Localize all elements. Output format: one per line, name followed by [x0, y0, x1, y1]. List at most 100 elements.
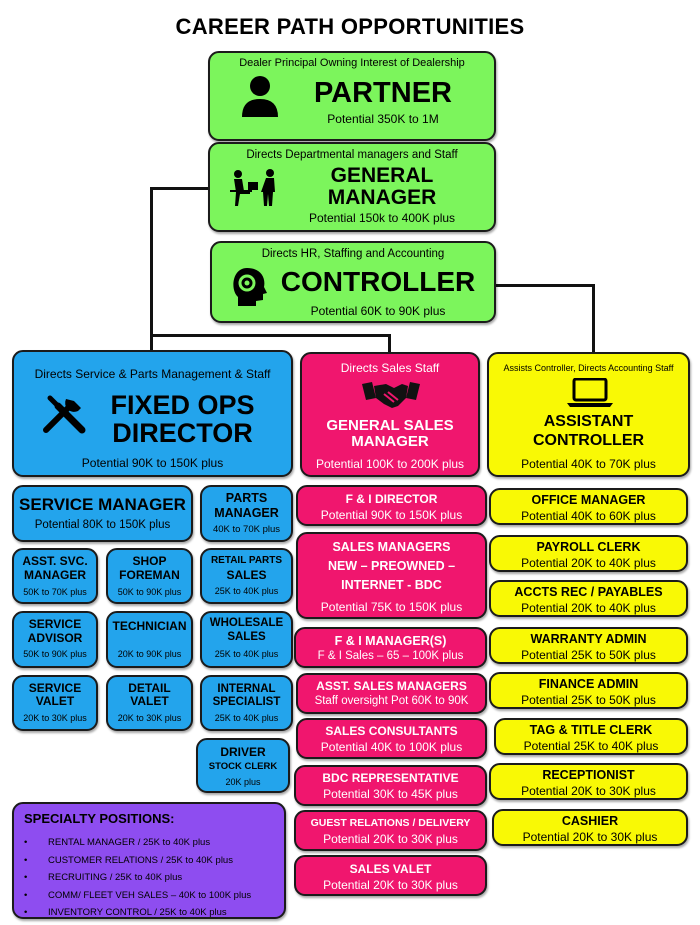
handshake-icon: [362, 382, 420, 408]
service-valet-title-1: SERVICE: [28, 681, 82, 695]
office-workers-icon: [230, 169, 275, 206]
tag-title-title: TAG & TITLE CLERK: [529, 723, 653, 737]
bullet-icon: •: [24, 854, 28, 866]
finance-admin-title: FINANCE ADMIN: [538, 677, 639, 691]
specialty-item: • COMM/ FLEET VEH SALES – 40K to 100K plu…: [24, 887, 251, 905]
sales-managers-box: SALES MANAGERS NEW – PREOWNED – INTERNET…: [296, 532, 487, 619]
controller-note: Directs HR, Staffing and Accounting: [261, 248, 445, 260]
sales-consultants-pay: Potential 40K to 100K plus: [320, 740, 463, 754]
service-manager-title: SERVICE MANAGER: [19, 495, 186, 514]
internal-specialist-box: INTERNAL SPECIALIST 25K to 40K plus: [200, 675, 293, 731]
connector-line: [150, 334, 390, 337]
sales-consultants-box: SALES CONSULTANTS Potential 40K to 100K …: [296, 718, 487, 759]
driver-stock-clerk-box: DRIVER STOCK CLERK 20K plus: [196, 738, 290, 793]
accts-title: ACCTS REC / PAYABLES: [514, 585, 663, 599]
asst-controller-pay: Potential 40K to 70K plus: [521, 457, 656, 471]
specialty-item-text: COMM/ FLEET VEH SALES – 40K to 100K plus: [48, 889, 252, 901]
wholesale-title-2: SALES: [227, 631, 266, 643]
guest-relations-title: GUEST RELATIONS / DELIVERY: [310, 817, 471, 829]
guest-relations-box: GUEST RELATIONS / DELIVERY Potential 20K…: [294, 810, 487, 851]
receptionist-box: RECEPTIONIST Potential 20K to 30K plus: [489, 763, 688, 800]
specialty-item-text: RECRUITING / 25K to 40K plus: [48, 872, 183, 883]
bdc-representative-box: BDC REPRESENTATIVE Potential 30K to 45K …: [294, 765, 487, 806]
office-manager-title: OFFICE MANAGER: [531, 493, 646, 507]
wrench-screwdriver-icon: [43, 395, 86, 434]
bullet-icon: •: [24, 837, 28, 848]
sales-note: Directs Sales Staff: [340, 361, 440, 375]
page-title: CAREER PATH OPPORTUNITIES: [175, 14, 525, 39]
technician-pay: 20K to 90K plus: [117, 649, 182, 659]
specialty-positions-box: SPECIALTY POSITIONS: • RENTAL MANAGER / 2…: [12, 802, 286, 919]
tag-title-pay: Potential 25K to 40K plus: [523, 739, 659, 753]
asst-sales-managers-pay: Staff oversight Pot 60K to 90K: [314, 695, 469, 707]
sales-valet-pay: Potential 20K to 30K plus: [323, 878, 458, 892]
cashier-box: CASHIER Potential 20K to 30K plus: [492, 809, 688, 846]
detail-valet-title-1: DETAIL: [128, 681, 171, 695]
specialty-item: • RENTAL MANAGER / 25K to 40K plus: [24, 834, 251, 852]
bullet-icon: •: [24, 889, 28, 901]
specialty-title: SPECIALTY POSITIONS:: [24, 811, 175, 826]
parts-manager-title-2: MANAGER: [214, 506, 279, 520]
fi-director-title: F & I DIRECTOR: [345, 492, 438, 506]
connector-line: [150, 187, 212, 190]
connector-line: [150, 187, 153, 351]
fi-director-pay: Potential 90K to 150K plus: [320, 508, 463, 522]
service-advisor-title-1: SERVICE: [28, 617, 82, 631]
controller-title: CONTROLLER: [280, 266, 476, 297]
driver-title-1: DRIVER: [220, 745, 266, 759]
payroll-clerk-pay: Potential 20K to 40K plus: [521, 556, 656, 570]
parts-manager-pay: 40K to 70K plus: [212, 524, 281, 535]
shop-foreman-box: SHOP FOREMAN 50K to 90K plus: [106, 548, 193, 604]
specialty-item: • INVENTORY CONTROL / 25K to 40K plus: [24, 904, 251, 918]
specialty-item: •CUSTOMER RELATIONS / 25K to 40K plus: [24, 852, 251, 870]
finance-admin-box: FINANCE ADMIN Potential 25K to 50K plus: [489, 672, 688, 709]
technician-box: TECHNICIAN 20K to 90K plus: [106, 611, 193, 668]
controller-pay: Potential 60K to 90K plus: [310, 304, 446, 318]
parts-manager-box: PARTS MANAGER 40K to 70K plus: [200, 485, 293, 542]
sales-title-1: GENERAL SALES: [326, 417, 454, 434]
service-advisor-pay: 50K to 90K plus: [23, 649, 87, 659]
sales-consultants-title: SALES CONSULTANTS: [325, 724, 458, 738]
fi-director-box: F & I DIRECTOR Potential 90K to 150K plu…: [296, 485, 487, 526]
service-manager-pay: Potential 80K to 150K plus: [34, 519, 171, 531]
fixed-ops-box: Directs Service & Parts Management & Sta…: [12, 350, 293, 477]
accts-rec-payables-box: ACCTS REC / PAYABLES Potential 20K to 40…: [489, 580, 688, 617]
asst-controller-title-2: CONTROLLER: [532, 432, 645, 449]
asst-sales-managers-box: ASST. SALES MANAGERS Staff oversight Pot…: [296, 673, 487, 714]
fixed-ops-pay: Potential 90K to 150K plus: [81, 456, 224, 470]
wholesale-sales-box: WHOLESALE SALES 25K to 40K plus: [200, 611, 293, 668]
warranty-admin-title: WARRANTY ADMIN: [530, 632, 647, 646]
payroll-clerk-title: PAYROLL CLERK: [536, 540, 641, 554]
fi-managers-title: F & I MANAGER(S): [334, 634, 447, 648]
payroll-clerk-box: PAYROLL CLERK Potential 20K to 40K plus: [489, 535, 688, 572]
partner-pay: Potential 350K to 1M: [327, 112, 439, 126]
sales-managers-title-2: NEW – PREOWNED –: [327, 559, 456, 573]
bullet-icon: •: [24, 872, 28, 883]
bullet-icon: •: [24, 907, 28, 918]
asst-sales-managers-title: ASST. SALES MANAGERS: [316, 679, 467, 693]
detail-valet-pay: 20K to 30K plus: [117, 713, 182, 723]
laptop-icon: [567, 378, 613, 407]
accts-pay: Potential 20K to 40K plus: [521, 601, 656, 615]
retail-parts-pay: 25K to 40K plus: [214, 586, 279, 596]
fixed-ops-title-2: DIRECTOR: [112, 418, 253, 448]
asst-svc-pay: 50K to 70K plus: [23, 587, 87, 597]
internal-specialist-pay: 25K to 40K plus: [214, 713, 279, 723]
assistant-controller-box: Assists Controller, Directs Accounting S…: [487, 352, 690, 477]
partner-note: Dealer Principal Owning Interest of Deal…: [239, 57, 465, 69]
shop-foreman-title-2: FOREMAN: [119, 568, 180, 582]
bdc-title: BDC REPRESENTATIVE: [322, 771, 459, 785]
specialty-item-text: RENTAL MANAGER / 25K to 40K plus: [48, 837, 211, 848]
guest-relations-pay: Potential 20K to 30K plus: [323, 832, 458, 846]
sales-managers-pay: Potential 75K to 150K plus: [320, 600, 463, 614]
driver-title-2: STOCK CLERK: [208, 761, 278, 772]
warranty-admin-box: WARRANTY ADMIN Potential 25K to 50K plus: [489, 627, 688, 664]
sales-managers-title-1: SALES MANAGERS: [332, 540, 451, 554]
fixed-ops-title-1: FIXED OPS: [110, 390, 255, 420]
general-manager-box: Directs Departmental managers and Staff …: [208, 142, 496, 232]
specialty-item-text: INVENTORY CONTROL / 25K to 40K plus: [48, 907, 227, 918]
service-advisor-title-2: ADVISOR: [27, 631, 83, 645]
service-advisor-box: SERVICE ADVISOR 50K to 90K plus: [12, 611, 98, 668]
sales-valet-title: SALES VALET: [349, 862, 432, 876]
cashier-pay: Potential 20K to 30K plus: [522, 830, 658, 844]
